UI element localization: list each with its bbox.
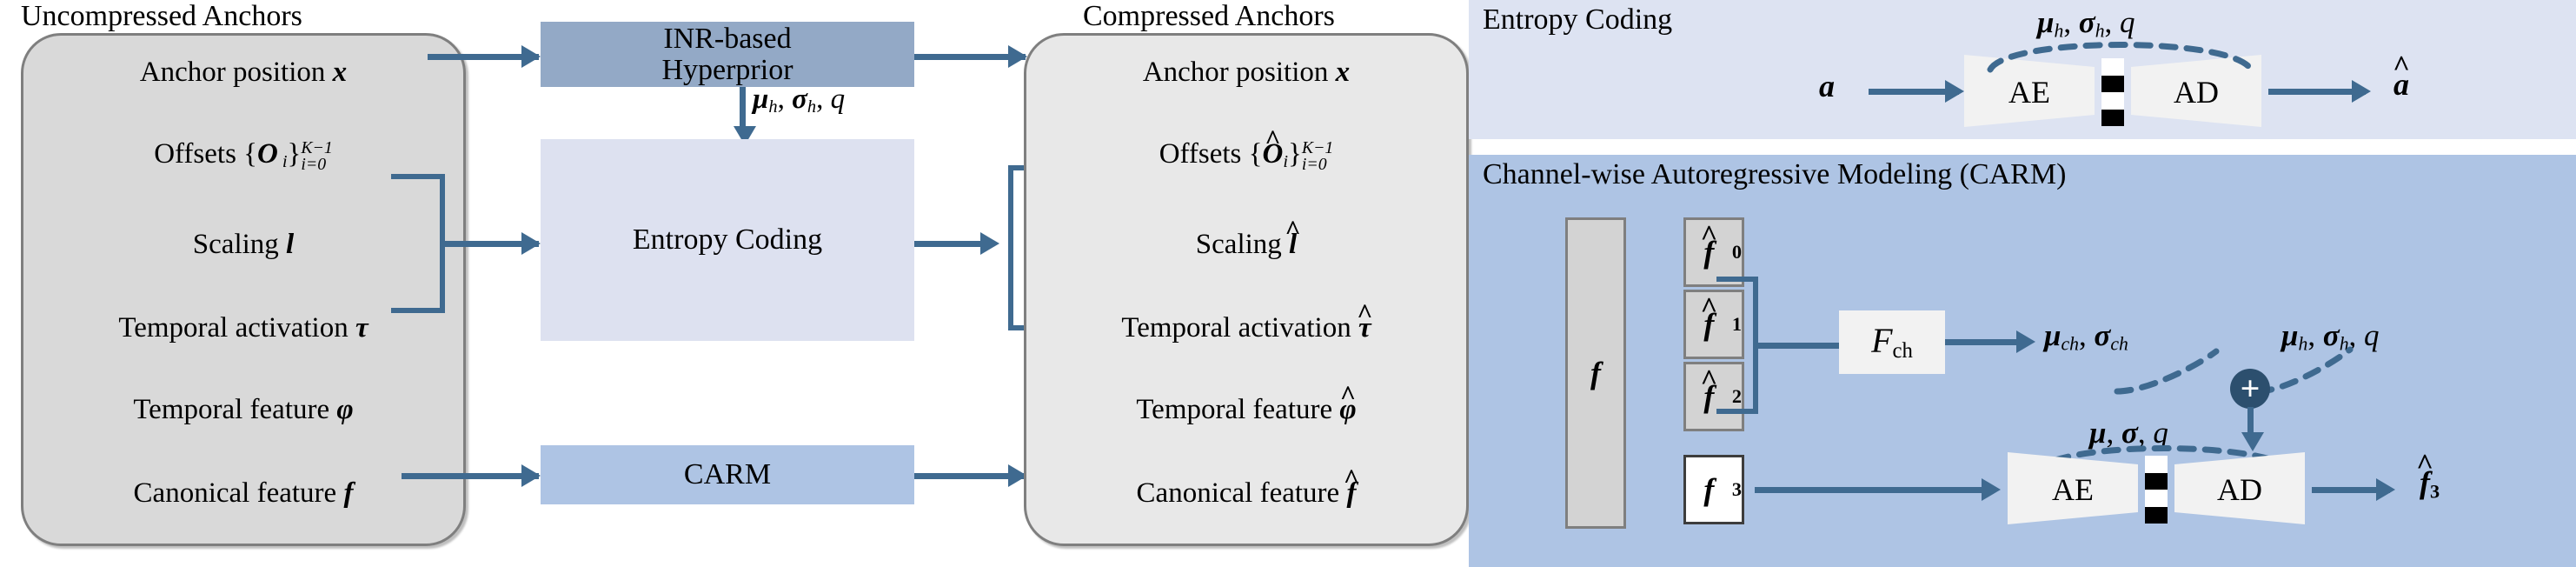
arrowhead-compressed-f	[1008, 464, 1027, 487]
carm-hyper-params-label: μh, σh, q	[2281, 318, 2380, 355]
carm-output-symbol: ^f3	[2416, 449, 2440, 503]
arrowhead-carm-ae-in	[1982, 478, 2001, 501]
entropy-input-arrowhead	[1945, 80, 1964, 103]
anchor-row-scaling: Scaling l	[192, 229, 295, 260]
compressed-row-temporal-feature: Temporal feature ^φ	[1136, 379, 1357, 425]
inr-hyperprior-box: INR-based Hyperprior	[541, 22, 914, 87]
carm-ad-label: AD	[2217, 472, 2262, 507]
anchor-row-position: Anchor position x	[139, 57, 348, 88]
connector-middle-to-entropy	[442, 241, 539, 247]
entropy-input-symbol: a	[1819, 69, 1835, 103]
entropy-input-arrow	[1869, 89, 1959, 95]
entropy-bitstream-icon	[2101, 58, 2124, 126]
connector-f3-to-ae	[1755, 487, 1994, 493]
bracket-decoded-channels	[1716, 277, 1758, 414]
final-params-label: μ, σ, q	[2089, 416, 2168, 450]
carm-output-arrow	[2312, 487, 2390, 493]
connector-entropy-out	[914, 241, 993, 247]
entropy-ad-shape	[2131, 55, 2261, 127]
compressed-row-position: Anchor position x	[1142, 57, 1351, 88]
bracket-uncompressed-middle	[391, 174, 445, 313]
entropy-output-symbol: ^a	[2393, 50, 2410, 102]
arrowhead-plus-down	[2241, 432, 2264, 451]
entropy-side-info-arc	[1987, 42, 2254, 73]
uncompressed-anchors-title: Uncompressed Anchors	[21, 0, 302, 32]
compressed-row-canonical-feature: Canonical feature ^f	[1136, 463, 1360, 509]
carm-box: CARM	[541, 445, 914, 504]
entropy-side-info-label: μh, σh, q	[2037, 5, 2135, 42]
entropy-coding-panel-title: Entropy Coding	[1483, 3, 1673, 36]
carm-ad-shape	[2174, 452, 2305, 524]
entropy-ad-label: AD	[2174, 75, 2219, 110]
arrowhead-fch-out	[2016, 330, 2035, 353]
plus-operator-label: +	[2240, 369, 2261, 408]
plus-operator-icon	[2230, 369, 2270, 409]
arrowhead-hyperprior-in	[521, 45, 541, 68]
feature-stack-block: f	[1565, 217, 1626, 529]
anchor-row-canonical-feature: Canonical feature f	[133, 477, 354, 509]
entropy-coding-box: Entropy Coding	[541, 139, 914, 341]
compressed-row-scaling: Scaling ^l	[1195, 214, 1301, 260]
connector-f-to-carm	[402, 473, 539, 479]
inr-hyperprior-line1: INR-based	[663, 22, 792, 55]
connector-x-to-hyperprior	[428, 54, 539, 60]
connector-carm-out	[914, 473, 1026, 479]
carm-ae-label: AE	[2052, 472, 2094, 507]
connector-fch-to-params	[1945, 339, 2028, 345]
arrowhead-entropy-in	[521, 232, 541, 255]
entropy-coding-label: Entropy Coding	[632, 223, 823, 257]
compressed-anchors-title: Compressed Anchors	[1083, 0, 1335, 32]
anchor-row-temporal-activation: Temporal activation τ	[118, 312, 368, 344]
entropy-output-arrowhead	[2352, 80, 2371, 103]
entropy-ae-shape	[1964, 55, 2095, 127]
carm-panel-title: Channel-wise Autoregressive Modeling (CA…	[1483, 158, 2067, 190]
carm-label: CARM	[683, 458, 772, 491]
fch-network-label: Fch	[1871, 321, 1913, 364]
connector-hyperprior-out-right	[914, 54, 1026, 60]
arrowhead-compressed-x	[1008, 45, 1027, 68]
carm-bitstream-icon	[2145, 456, 2168, 524]
entropy-output-arrow	[2268, 89, 2366, 95]
arrowhead-compressed-middle	[980, 232, 999, 255]
fch-network-box: Fch	[1839, 310, 1945, 374]
arrowhead-carm-in	[521, 464, 541, 487]
carm-output-arrowhead	[2376, 478, 2395, 501]
anchor-row-temporal-feature: Temporal feature φ	[133, 394, 354, 425]
connector-plus-down	[2247, 407, 2254, 438]
feature-stack-symbol: f	[1590, 356, 1601, 390]
hyperprior-output-label: μh, σh, q	[753, 83, 846, 117]
channel-params-label: μch, σch	[2044, 318, 2128, 355]
carm-ae-shape	[2008, 452, 2138, 524]
inr-hyperprior-line2: Hyperprior	[661, 53, 793, 86]
connector-hyperprior-to-entropy	[740, 87, 746, 132]
connector-channels-to-fch	[1755, 343, 1840, 349]
entropy-ae-label: AE	[2008, 75, 2050, 110]
compressed-row-temporal-activation: Temporal activation ^τ	[1121, 297, 1373, 344]
